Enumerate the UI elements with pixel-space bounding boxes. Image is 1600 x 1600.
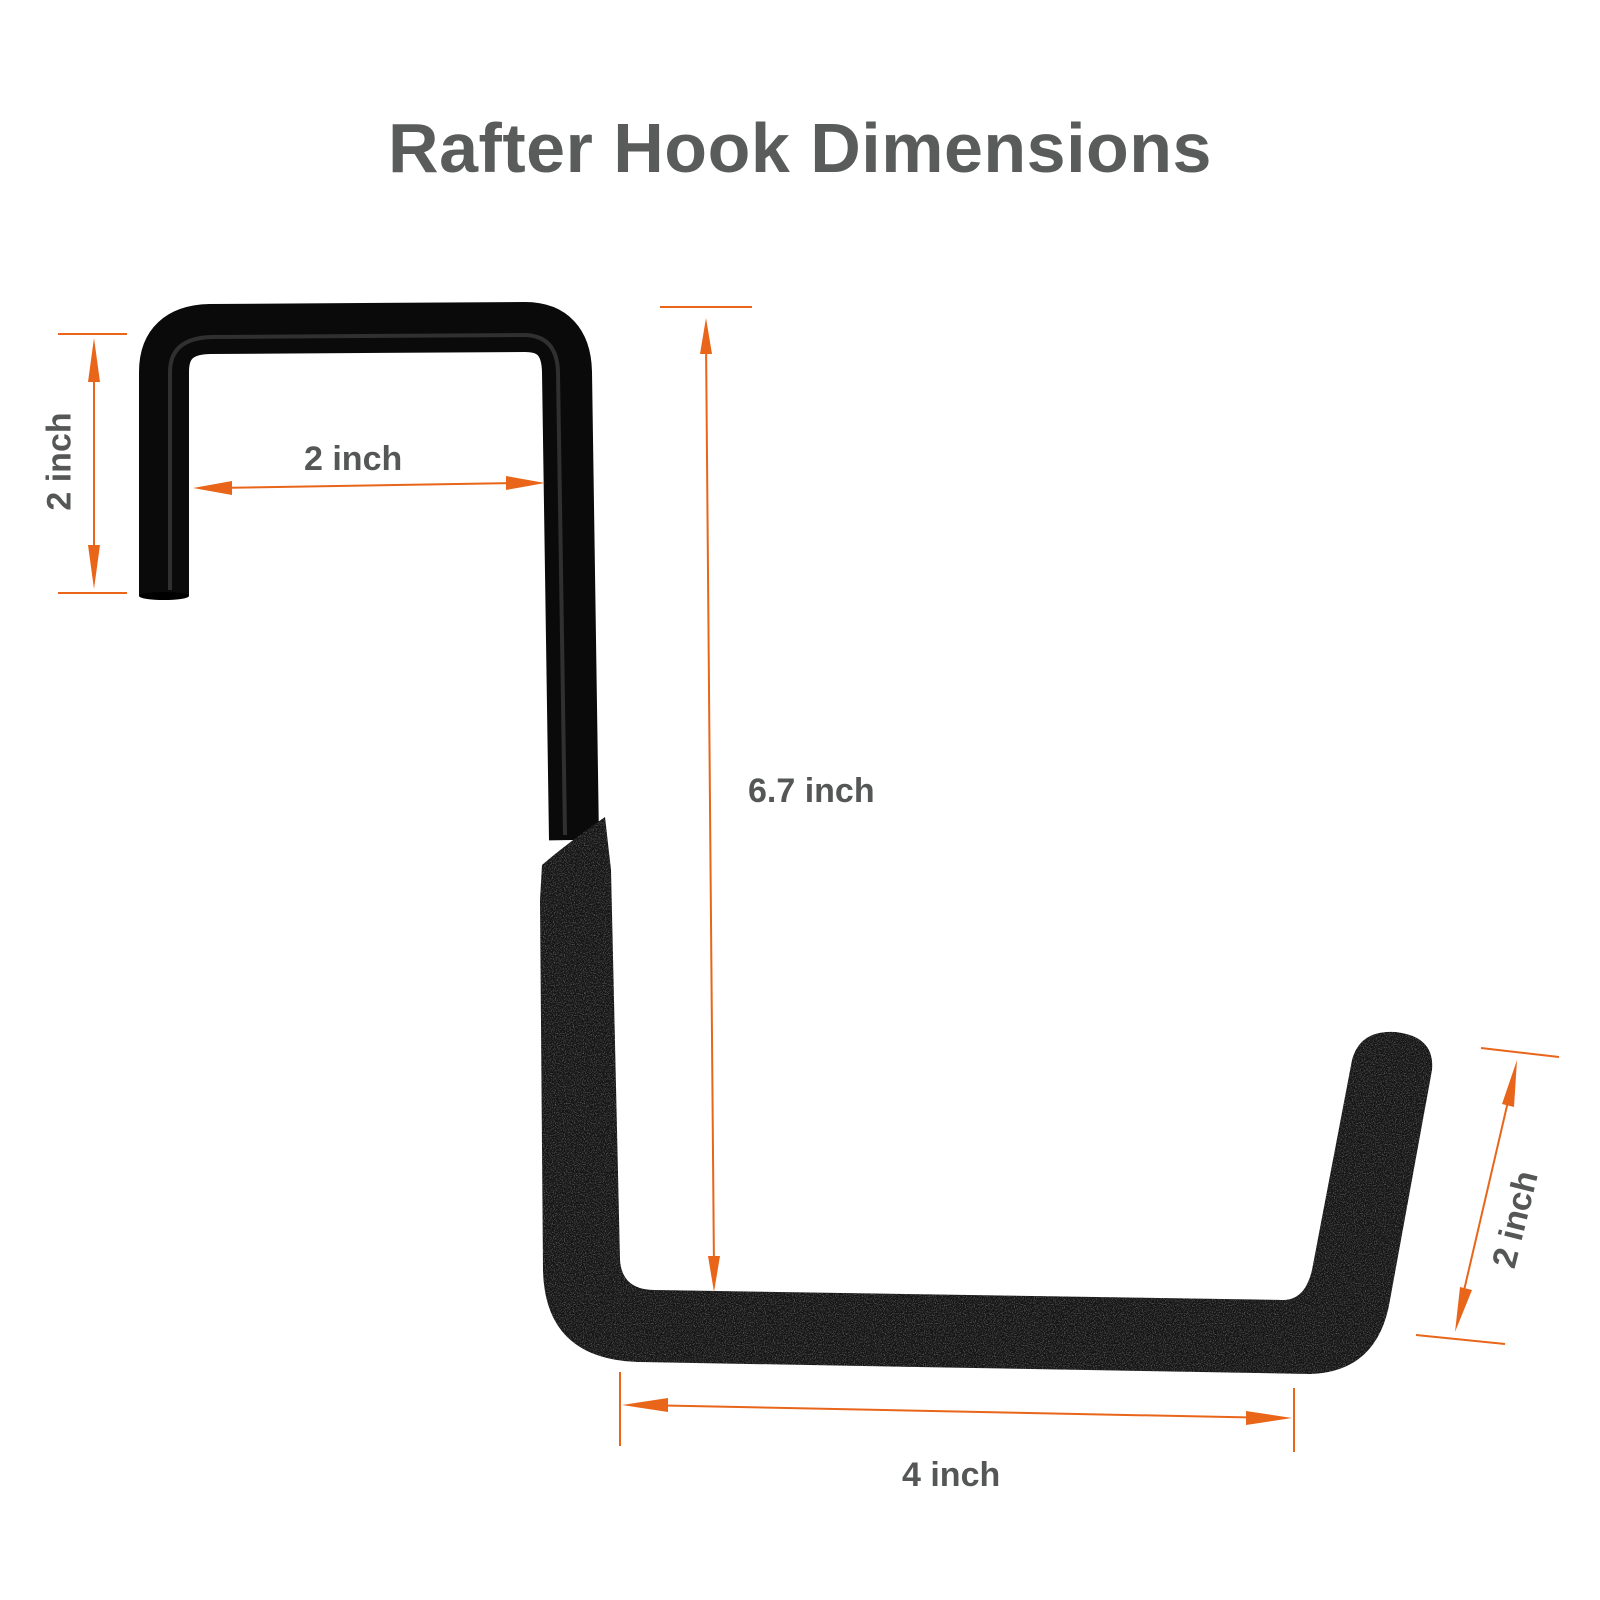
label-total-height: 6.7 inch	[748, 772, 875, 810]
steel-upper-hook	[139, 302, 599, 841]
page-title: Rafter Hook Dimensions	[388, 109, 1212, 187]
label-bottom-width: 4 inch	[902, 1456, 1001, 1494]
dimension-total-height	[660, 306, 752, 1292]
label-top-hook-width: 2 inch	[304, 440, 403, 478]
dimension-top-hook-width	[193, 476, 545, 495]
dimension-bottom-width	[619, 1372, 1295, 1452]
label-top-hook-height: 2 inch	[40, 412, 79, 511]
dimension-bottom-hook-height	[1415, 1047, 1560, 1345]
foam-coated-lower-arm	[540, 817, 1433, 1374]
dimension-top-hook-height	[58, 333, 127, 594]
